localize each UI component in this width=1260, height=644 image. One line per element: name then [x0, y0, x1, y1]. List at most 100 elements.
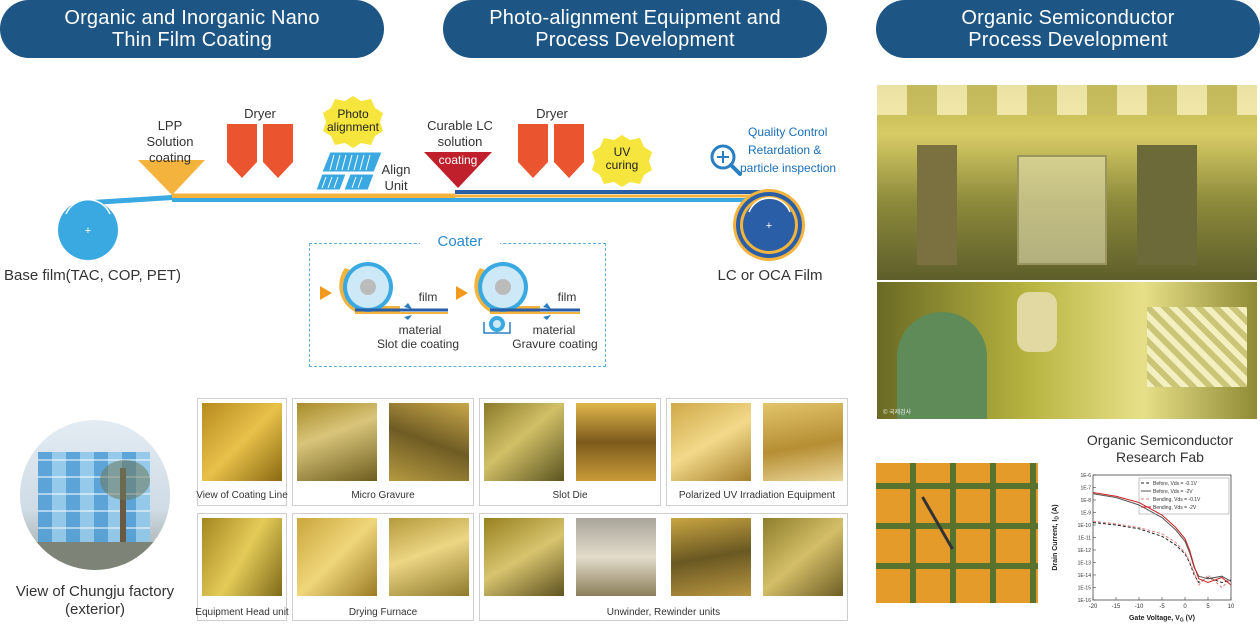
fab-photo-watermark: © 국제검사 [883, 410, 912, 416]
lpp-line: Solution [146, 134, 194, 149]
svg-text:+: + [766, 220, 772, 232]
thumb-photo [763, 403, 843, 481]
slot-film-arrow-icon [404, 303, 412, 309]
thumb-photo [576, 403, 656, 481]
thumb-caption: Unwinder, Rewinder units [606, 607, 721, 618]
y-tick-label: 1E-14 [1078, 573, 1092, 579]
coating-label: coating [438, 153, 478, 167]
header-line1: Organic and Inorganic Nano [64, 7, 320, 29]
x-tick-label: -10 [1135, 604, 1144, 610]
lpp-line: LPP [157, 118, 183, 133]
thumb-caption: View of Coating Line [196, 490, 288, 501]
align-line: Align [381, 162, 411, 177]
photo-line: Photo [337, 107, 369, 121]
factory-photo [20, 420, 170, 570]
factory-caption-line: (exterior) [64, 601, 125, 618]
slot-material-label: material [398, 323, 442, 337]
qc-label: Quality Control Retardation & particle i… [740, 123, 850, 177]
thumb-photo [202, 403, 282, 481]
series-line [1092, 492, 1232, 586]
lpp-label: LPP Solution coating [134, 118, 206, 166]
magnifier-icon [710, 144, 742, 176]
header-line1: Photo-alignment Equipment and [489, 7, 781, 29]
base-film-roll: + [58, 198, 118, 260]
thumb-photo [671, 518, 751, 596]
header-thin-film-coating: Organic and Inorganic Nano Thin Film Coa… [0, 0, 384, 58]
thumb-photo [484, 518, 564, 596]
output-film-roll: + [733, 189, 805, 261]
x-tick-label: -20 [1089, 604, 1098, 610]
gravure-film-arrow-icon [543, 303, 551, 309]
series-line [1092, 520, 1232, 589]
thumb-photo [671, 403, 751, 481]
dryer-1-icon [227, 124, 293, 178]
film-line-blue-1 [84, 194, 181, 206]
y-tick-label: 1E-11 [1078, 536, 1091, 542]
output-film-label: LC or OCA Film [717, 267, 823, 284]
header-organic-semiconductor: Organic Semiconductor Process Developmen… [876, 0, 1260, 58]
qc-line: particle inspection [740, 161, 837, 175]
x-tick-label: 5 [1206, 604, 1210, 610]
gravure-head [474, 268, 540, 312]
header-line2: Process Development [968, 29, 1168, 51]
y-tick-label: 1E-9 [1080, 511, 1091, 517]
y-tick-label: 1E-7 [1080, 486, 1091, 492]
y-tick-label: 1E-16 [1078, 598, 1092, 604]
curable-line: solution [437, 134, 483, 149]
slot-film-label: film [418, 290, 438, 304]
thumb-caption: Drying Furnace [348, 607, 418, 618]
x-axis-label: Gate Voltage, VG (V) [1129, 615, 1195, 624]
series-line [1092, 522, 1232, 584]
qc-line: Quality Control [748, 125, 828, 139]
thumb-caption: Polarized UV Irradiation Equipment [678, 490, 836, 501]
thumb-photo [297, 403, 377, 481]
legend-label: Bending, Vds = -2V [1153, 505, 1197, 511]
fab-photo-cleanroom [877, 85, 1257, 280]
factory-caption: View of Chungju factory (exterior) [10, 583, 180, 619]
header-line2: Process Development [535, 29, 735, 51]
curable-label: Curable LC solution [420, 118, 500, 150]
thumb-caption: Micro Gravure [351, 490, 415, 501]
series-line [1092, 493, 1232, 582]
y-tick-label: 1E-15 [1078, 586, 1092, 592]
coater-diagram [320, 262, 580, 334]
thumb-caption: Slot Die [552, 490, 588, 501]
photo-alignment-badge [323, 96, 383, 148]
microscope-photo [876, 463, 1038, 603]
uv-curing-badge [592, 135, 652, 187]
align-line: Unit [384, 178, 408, 193]
lpp-line: coating [149, 150, 191, 165]
thumb-photo [763, 518, 843, 596]
iv-chart: 1E-61E-71E-81E-91E-101E-111E-121E-131E-1… [1052, 473, 1235, 624]
gravure-film-label: film [557, 290, 577, 304]
y-tick-label: 1E-13 [1078, 561, 1092, 567]
thumb-photo [576, 518, 656, 596]
header-line2: Thin Film Coating [111, 29, 273, 51]
factory-caption-line: View of Chungju factory [15, 583, 175, 600]
gravure-tray [483, 322, 511, 334]
header-photo-alignment: Photo-alignment Equipment and Process De… [443, 0, 827, 58]
legend-label: Before, Vds = -0.1V [1153, 481, 1197, 487]
y-tick-label: 1E-10 [1078, 523, 1092, 529]
dryer-2-icon [518, 124, 584, 178]
thumb-photo [202, 518, 282, 596]
y-tick-label: 1E-8 [1080, 498, 1091, 504]
dryer-1-label: Dryer [244, 106, 276, 121]
fab-title-line: Research Fab [1116, 449, 1204, 465]
x-tick-label: -15 [1112, 604, 1121, 610]
gravure-material-arrow-icon [543, 315, 551, 320]
uv-line: curing [605, 158, 639, 172]
x-tick-label: -5 [1159, 604, 1165, 610]
thumb-photo [297, 518, 377, 596]
base-film-label: Base film(TAC, COP, PET) [4, 267, 181, 284]
fab-title-line: Organic Semiconductor [1086, 432, 1234, 448]
uv-line: UV [613, 145, 631, 159]
gravure-arrow-icon [456, 286, 468, 300]
slot-arrow-icon [320, 286, 332, 300]
thumb-caption: Equipment Head unit [195, 607, 289, 618]
fab-photo-researcher: © 국제검사 [877, 282, 1257, 419]
uv-label: UV curing [597, 146, 647, 172]
qc-line: Retardation & [748, 143, 822, 157]
legend-label: Before, Vds = -2V [1153, 489, 1193, 495]
slot-name-label: Slot die coating [376, 337, 460, 351]
